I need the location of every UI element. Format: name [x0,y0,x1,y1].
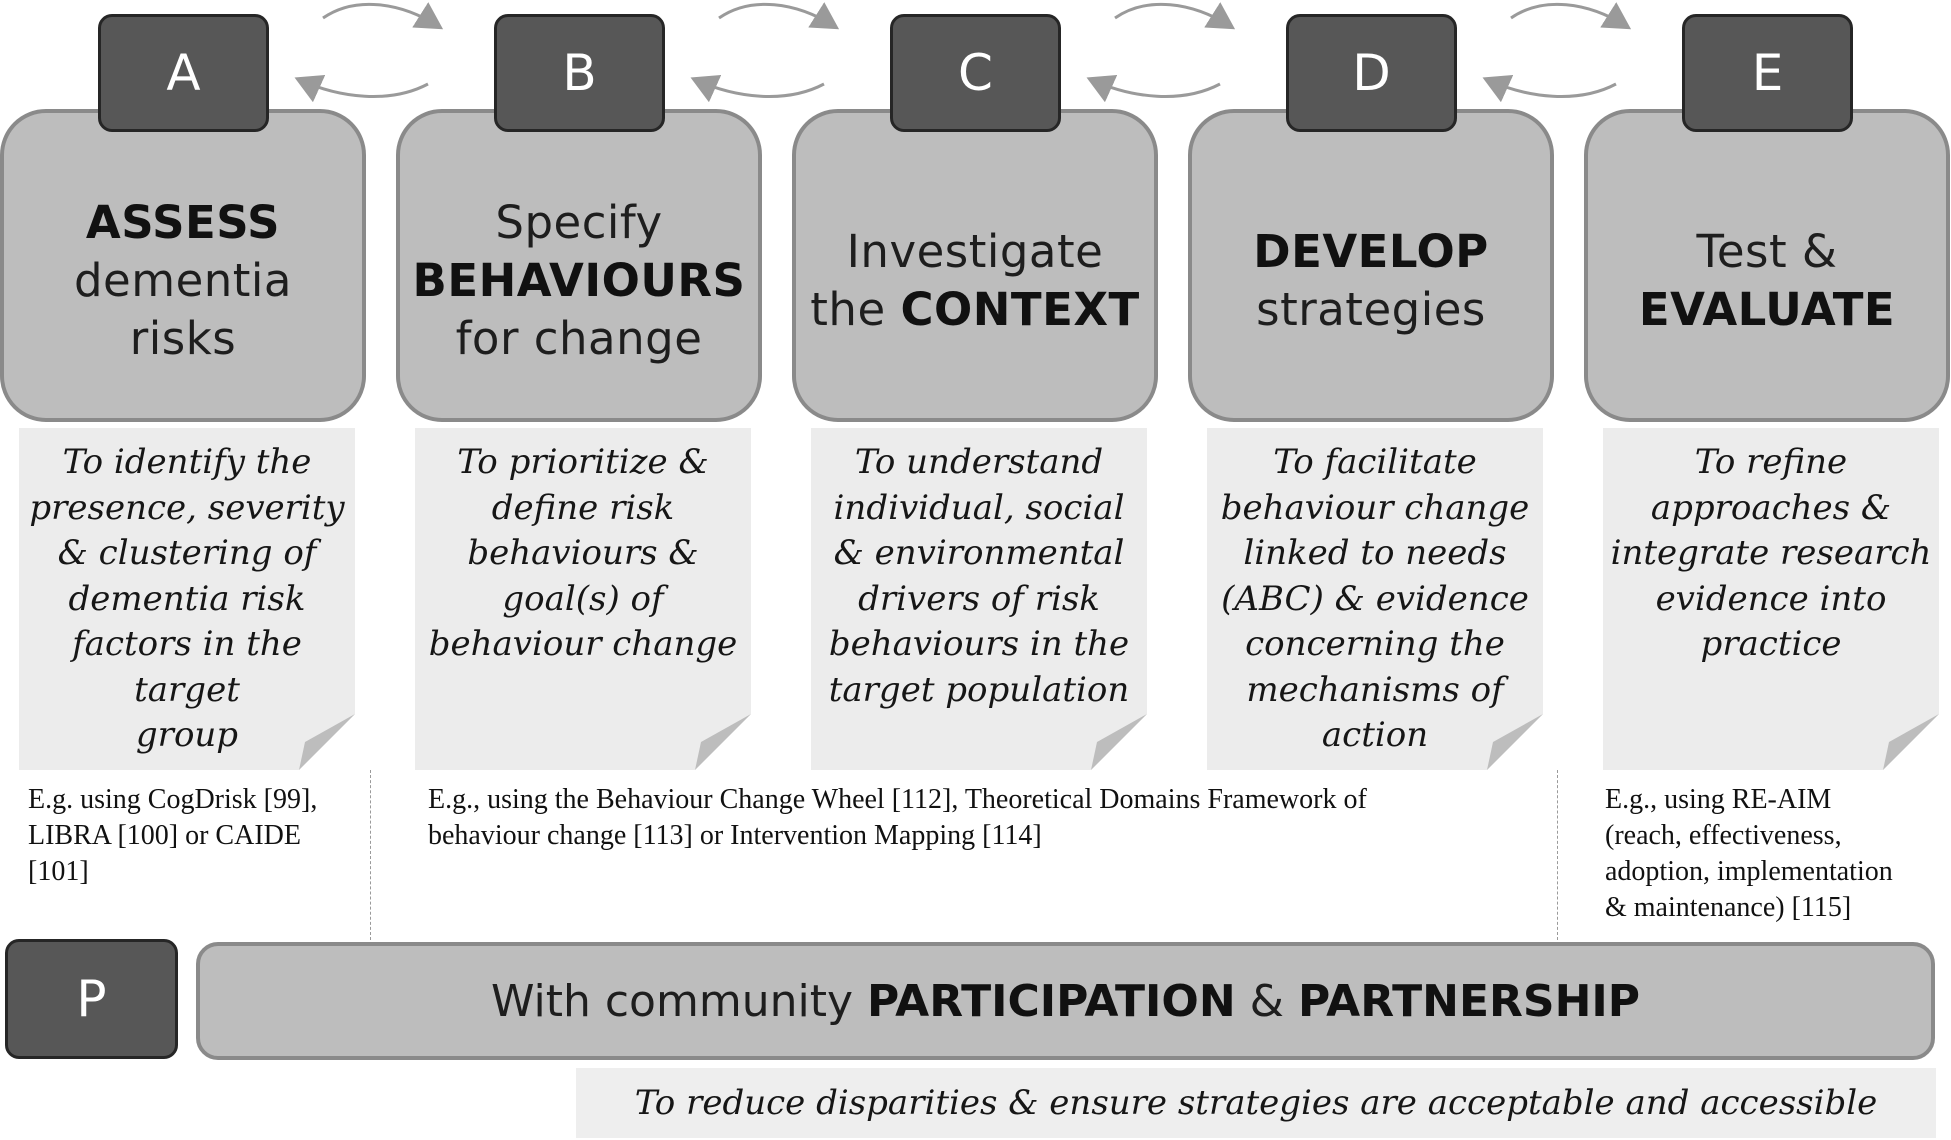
back-arrow-ba [294,74,429,103]
stage-specify-line3: for change [455,311,703,365]
page-curl-icon [695,714,751,770]
example-specify-develop: E.g., using the Behaviour Change Wheel [… [428,784,1367,851]
page-curl-icon [299,714,355,770]
tab-b: B [494,14,665,132]
cycle-arrows [294,2,1632,103]
participation-amp: & [1235,975,1298,1027]
back-arrow-cb [690,74,825,103]
example-evaluate: E.g., using RE-AIM(reach, effectiveness,… [1605,784,1893,923]
participation-bar: With community PARTICIPATION & PARTNERSH… [196,942,1935,1060]
stage-specify: Specify BEHAVIOURS for change [396,109,762,422]
stage-develop-line1: DEVELOP [1253,224,1489,278]
stage-evaluate-line2: EVALUATE [1638,282,1896,336]
stage-investigate-line1: Investigate [846,224,1104,278]
stage-specify-line2: BEHAVIOURS [412,253,746,307]
page-curl-icon [1487,714,1543,770]
stage-assess-line3: risks [129,311,237,365]
tab-p: P [5,939,178,1059]
participation-plain: With community [490,975,867,1027]
partnership-bold: PARTNERSHIP [1297,975,1641,1027]
stage-develop: DEVELOP strategies [1188,109,1554,422]
participation-note: To reduce disparities & ensure strategie… [576,1068,1936,1138]
tab-d: D [1286,14,1457,132]
tab-a: A [98,14,269,132]
stage-investigate: Investigate the CONTEXT [792,109,1158,422]
stage-investigate-line2: the CONTEXT [810,282,1140,336]
example-assess: E.g. using CogDrisk [99],LIBRA [100] or … [28,784,318,887]
stage-assess-line1: ASSESS [85,195,281,249]
forward-arrow-cd [1114,2,1236,30]
stage-develop-line2: strategies [1256,282,1486,336]
divider-right [1557,770,1558,940]
page-curl-icon [1091,714,1147,770]
forward-arrow-ab [322,2,444,30]
stage-evaluate-line1: Test & [1696,224,1838,278]
stage-specify-line1: Specify [495,195,663,249]
stage-evaluate: Test & EVALUATE [1584,109,1950,422]
back-arrow-dc [1086,74,1221,103]
forward-arrow-bc [718,2,840,30]
participation-bold: PARTICIPATION [866,975,1236,1027]
forward-arrow-de [1510,2,1632,30]
stage-assess: ASSESS dementia risks [0,109,366,422]
back-arrow-ed [1482,74,1617,103]
stage-assess-line2: dementia [73,253,292,307]
tab-e: E [1682,14,1853,132]
tab-c: C [890,14,1061,132]
divider-left [370,770,371,940]
page-curl-icon [1883,714,1939,770]
